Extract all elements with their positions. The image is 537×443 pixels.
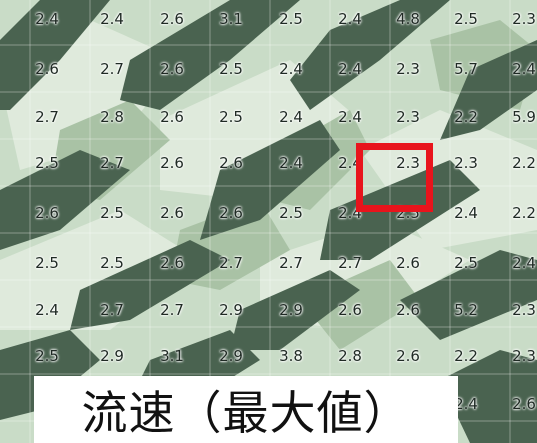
velocity-cell: 2.6 bbox=[396, 347, 420, 365]
velocity-cell: 5.2 bbox=[454, 301, 478, 319]
velocity-cell: 4.8 bbox=[396, 10, 420, 28]
velocity-cell: 2.7 bbox=[279, 254, 303, 272]
velocity-cell: 2.6 bbox=[512, 395, 536, 413]
velocity-cell: 2.7 bbox=[338, 254, 362, 272]
velocity-cell: 2.9 bbox=[279, 301, 303, 319]
velocity-cell: 2.3 bbox=[396, 60, 420, 78]
velocity-cell: 2.6 bbox=[160, 254, 184, 272]
velocity-cell: 2.6 bbox=[35, 60, 59, 78]
velocity-cell: 2.8 bbox=[100, 108, 124, 126]
velocity-cell: 2.6 bbox=[338, 301, 362, 319]
velocity-cell: 2.5 bbox=[35, 254, 59, 272]
velocity-cell: 2.7 bbox=[100, 301, 124, 319]
velocity-cell: 5.7 bbox=[454, 60, 478, 78]
velocity-cell: 3.1 bbox=[219, 10, 243, 28]
velocity-cell: 2.6 bbox=[219, 204, 243, 222]
velocity-cell: 2.4 bbox=[279, 154, 303, 172]
velocity-cell: 2.4 bbox=[338, 10, 362, 28]
velocity-cell: 5.9 bbox=[512, 108, 536, 126]
velocity-cell: 2.7 bbox=[100, 60, 124, 78]
velocity-cell: 2.4 bbox=[338, 108, 362, 126]
velocity-cell: 2.3 bbox=[396, 108, 420, 126]
velocity-cell: 2.7 bbox=[160, 301, 184, 319]
velocity-cell: 2.6 bbox=[160, 154, 184, 172]
velocity-cell: 2.5 bbox=[454, 10, 478, 28]
velocity-cell: 2.9 bbox=[100, 347, 124, 365]
velocity-cell: 2.5 bbox=[279, 10, 303, 28]
velocity-cell: 2.9 bbox=[219, 347, 243, 365]
velocity-cell: 2.6 bbox=[160, 108, 184, 126]
velocity-cell: 2.4 bbox=[338, 60, 362, 78]
velocity-cell: 2.6 bbox=[160, 10, 184, 28]
velocity-cell: 2.3 bbox=[396, 154, 420, 172]
velocity-cell: 2.7 bbox=[219, 254, 243, 272]
velocity-cell: 2.4 bbox=[35, 10, 59, 28]
velocity-cell: 2.3 bbox=[512, 10, 536, 28]
velocity-cell: 2.3 bbox=[454, 154, 478, 172]
selected-cell-highlight bbox=[356, 143, 433, 212]
velocity-cell: 2.4 bbox=[512, 60, 536, 78]
velocity-cell: 2.5 bbox=[35, 154, 59, 172]
velocity-cell: 2.2 bbox=[454, 347, 478, 365]
velocity-cell: 2.5 bbox=[35, 347, 59, 365]
velocity-cell: 2.4 bbox=[338, 154, 362, 172]
velocity-cell: 2.4 bbox=[512, 254, 536, 272]
velocity-cell: 2.4 bbox=[454, 204, 478, 222]
velocity-cell: 2.6 bbox=[219, 154, 243, 172]
velocity-cell: 2.6 bbox=[35, 204, 59, 222]
velocity-cell: 2.2 bbox=[512, 154, 536, 172]
velocity-cell: 2.5 bbox=[219, 108, 243, 126]
velocity-cell: 2.5 bbox=[454, 254, 478, 272]
velocity-cell: 2.4 bbox=[35, 301, 59, 319]
velocity-cell: 2.5 bbox=[100, 254, 124, 272]
velocity-cell: 2.5 bbox=[100, 204, 124, 222]
velocity-cell: 2.3 bbox=[512, 347, 536, 365]
velocity-cell: 2.7 bbox=[35, 108, 59, 126]
velocity-cell: 2.6 bbox=[396, 254, 420, 272]
velocity-cell: 2.4 bbox=[279, 108, 303, 126]
velocity-cell: 2.2 bbox=[454, 108, 478, 126]
velocity-cell: 2.7 bbox=[100, 154, 124, 172]
velocity-cell: 2.2 bbox=[512, 204, 536, 222]
velocity-cell: 2.8 bbox=[338, 347, 362, 365]
velocity-cell: 3.8 bbox=[279, 347, 303, 365]
velocity-cell: 2.5 bbox=[219, 60, 243, 78]
velocity-cell: 2.5 bbox=[279, 204, 303, 222]
velocity-cell: 2.9 bbox=[219, 301, 243, 319]
velocity-cell: 2.4 bbox=[338, 204, 362, 222]
velocity-cell: 2.4 bbox=[454, 395, 478, 413]
map-caption: 流速（最大値） bbox=[34, 376, 458, 443]
velocity-cell: 2.6 bbox=[160, 60, 184, 78]
velocity-cell: 2.6 bbox=[396, 301, 420, 319]
velocity-cell: 2.3 bbox=[512, 301, 536, 319]
velocity-cell: 2.6 bbox=[160, 204, 184, 222]
velocity-cell: 3.1 bbox=[160, 347, 184, 365]
velocity-cell: 2.4 bbox=[100, 10, 124, 28]
velocity-cell: 2.4 bbox=[279, 60, 303, 78]
